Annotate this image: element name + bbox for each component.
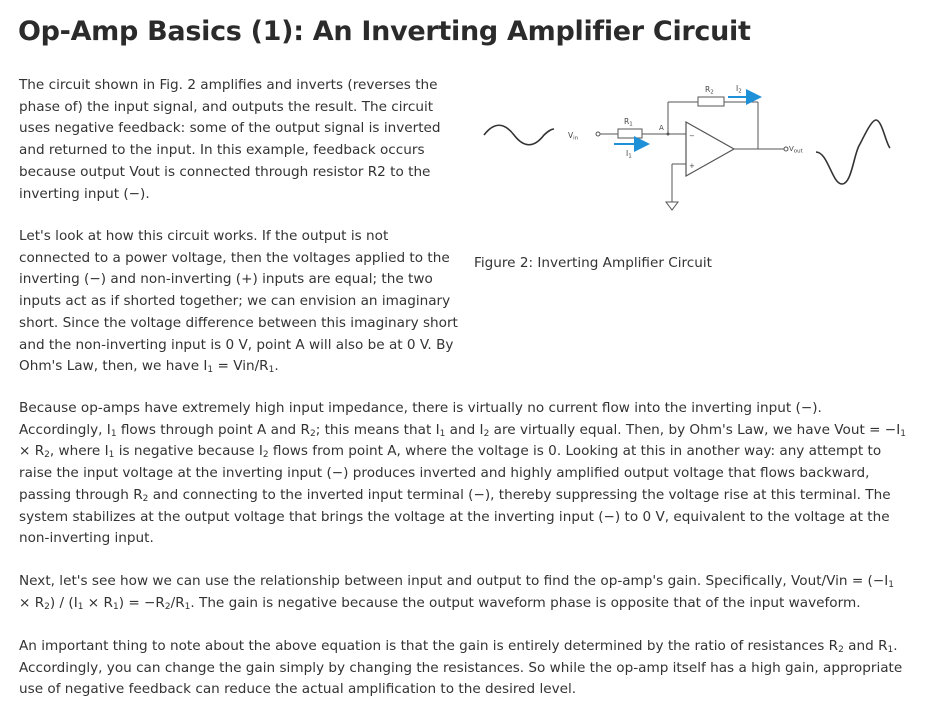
paragraph-how-it-works: Let's look at how this circuit works. If… <box>19 226 459 378</box>
p3-text: ; this means that I <box>315 421 440 438</box>
p3-subscript: 1 <box>110 428 117 439</box>
p5-subscript: 1 <box>887 645 894 655</box>
p3-text: Because op-amps have extremely high inpu… <box>19 400 822 438</box>
p3-subscript: 2 <box>309 428 316 439</box>
paragraph-intro-text: The circuit shown in Fig. 2 amplifies an… <box>19 77 441 202</box>
p4-text: /R <box>170 594 185 611</box>
p4-text: ) = −R <box>118 594 165 611</box>
paragraph-current-flow: Because op-amps have extremely high inpu… <box>19 398 909 550</box>
i1-label: I1 <box>626 149 632 160</box>
r2-label: R2 <box>705 85 714 96</box>
vout-label: Vout <box>789 145 804 155</box>
p3-text: flows through point A and R <box>116 421 310 438</box>
p3-text: × R <box>19 443 45 460</box>
p2-text: Let's look at how this circuit works. If… <box>19 228 458 375</box>
plus-input-label: + <box>689 162 695 170</box>
p4-subscript: 2 <box>44 601 50 612</box>
input-sine-wave-icon <box>483 124 555 146</box>
resistor-r2 <box>697 96 725 107</box>
vin-label: Vin <box>568 131 579 142</box>
p4-text: × R <box>19 594 45 611</box>
p2-subscript: 1 <box>207 365 214 376</box>
p3-subscript: 2 <box>142 493 149 504</box>
p5-text: . Accordingly, you can change the gain s… <box>19 638 903 698</box>
p3-text: and I <box>445 421 484 438</box>
i2-label: I2 <box>736 84 742 95</box>
p3-text: are virtually equal. Then, by Ohm's Law,… <box>489 421 901 438</box>
p2-end: . <box>274 358 279 375</box>
p3-text: is negative because I <box>114 443 263 460</box>
minus-input-label: − <box>689 132 695 140</box>
p3-text: and connecting to the inverted input ter… <box>19 486 891 547</box>
circuit-diagram: Vin R1 I1 A R2 I2 − + <box>483 84 891 211</box>
p4-subscript: 1 <box>184 601 191 612</box>
r1-label: R1 <box>624 117 633 128</box>
p4-text: Next, let's see how we can use the relat… <box>19 573 889 589</box>
op-amp-triangle <box>685 120 736 178</box>
p3-subscript: 1 <box>439 428 446 439</box>
p3-subscript: 2 <box>44 450 50 461</box>
p2-subscript: 1 <box>268 365 275 376</box>
resistor-r1 <box>617 128 643 139</box>
vin-terminal <box>595 131 601 137</box>
p4-subscript: 1 <box>888 580 894 590</box>
p3-subscript: 2 <box>483 428 490 439</box>
paragraph-conclusion: An important thing to note about the abo… <box>19 636 909 701</box>
p3-subscript: 1 <box>108 450 115 461</box>
p3-subscript: 2 <box>262 450 269 461</box>
p5-subscript: 2 <box>838 645 844 655</box>
p3-text: flows from point A, where the voltage is… <box>19 443 882 503</box>
paragraph-gain: Next, let's see how we can use the relat… <box>19 571 909 614</box>
p5-text: and R <box>843 638 888 654</box>
p4-subscript: 1 <box>112 601 119 612</box>
p3-text: , where I <box>49 443 109 460</box>
output-sine-wave-icon <box>815 119 891 185</box>
p4-subscript: 2 <box>164 601 171 612</box>
ground-symbol-icon <box>665 201 679 211</box>
paragraph-intro: The circuit shown in Fig. 2 amplifies an… <box>19 75 459 205</box>
p4-text: × R <box>83 594 113 611</box>
page-title: Op-Amp Basics (1): An Inverting Amplifie… <box>18 16 751 47</box>
p2-equation: = Vin/R <box>213 358 269 375</box>
p4-text: . The gain is negative because the outpu… <box>190 594 861 611</box>
p4-text: ) / (I <box>49 594 78 611</box>
figure-caption: Figure 2: Inverting Amplifier Circuit <box>474 255 712 271</box>
p3-subscript: 1 <box>900 428 906 439</box>
p5-text: An important thing to note about the abo… <box>19 638 839 654</box>
vout-terminal <box>783 146 789 152</box>
figure-inverting-amplifier: Vin R1 I1 A R2 I2 − + <box>476 80 916 230</box>
node-a-label: A <box>659 124 664 132</box>
p4-subscript: 1 <box>77 601 84 612</box>
